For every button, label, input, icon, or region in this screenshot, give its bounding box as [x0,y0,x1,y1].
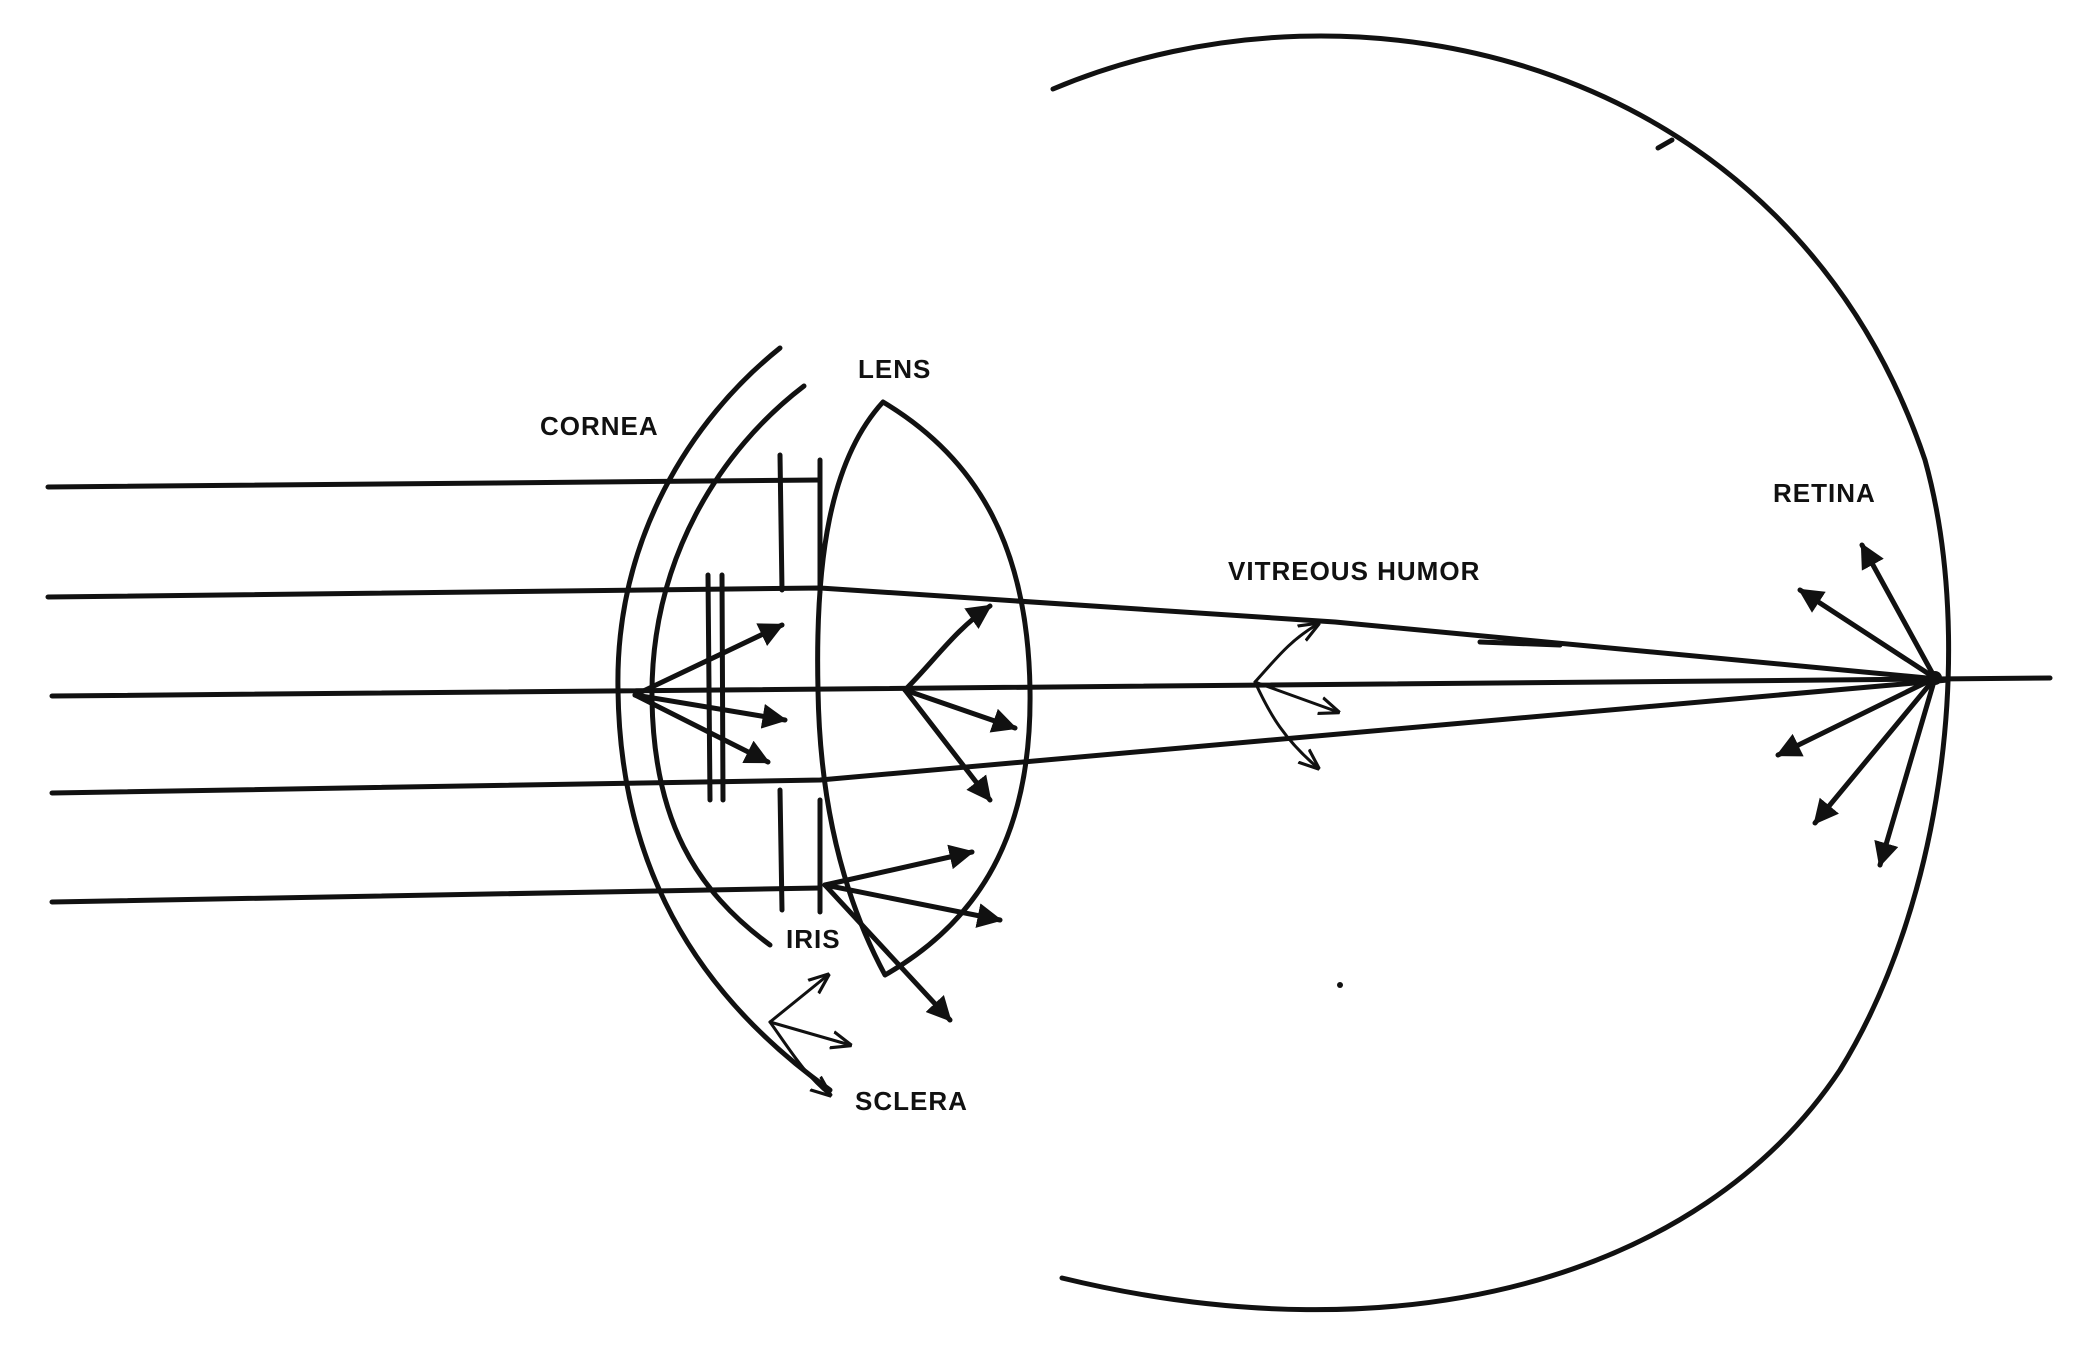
sclera-label: SCLERA [855,1086,968,1116]
lens-arrow-down [902,687,993,803]
eyeball-outline [1050,33,1952,1313]
light-ray-3-axis [49,675,2053,699]
retina-arrow-2 [1797,587,1938,681]
iris-label: IRIS [786,924,841,954]
vitreous-arrow-up [1253,624,1318,684]
iris-arrow-right [822,882,1003,928]
retina-label: RETINA [1773,478,1876,508]
lens-arrow-up [902,603,993,693]
light-ray-2 [45,585,1951,683]
light-ray-4 [49,677,1951,796]
retina-arrow-4 [1812,675,1938,826]
sclera-arrow-up [768,975,828,1024]
iris-bar-upper-1 [777,452,785,593]
retina-arrow-1 [1859,542,1938,681]
sclera-arrow-down [768,1020,830,1095]
light-ray-1 [45,477,823,490]
sclera-arrow-right [768,1020,850,1045]
vitreous-dot [1337,982,1343,988]
iris-arrow-down [822,882,953,1023]
cornea-arrow-down [632,692,771,765]
aqueous-bar-1 [705,572,713,803]
retina-arrow-3 [1775,675,1938,758]
cornea-label: CORNEA [540,411,659,441]
retina-focal-point [1928,671,1942,685]
cornea-arrow-right [632,692,788,729]
iris-bar-lower-1 [777,787,785,913]
iris-arrow-up [822,844,975,888]
vitreous-humor-label: VITREOUS HUMOR [1228,556,1480,586]
vitreous-arrow-down [1253,680,1318,768]
vitreous-arrow-right [1253,680,1338,712]
lens-arrow-right [902,687,1018,733]
retina-arrow-5 [1874,675,1938,868]
eyeball-outline-detail [1655,137,1675,151]
lens-label: LENS [858,354,931,384]
cornea-arrow-up [632,622,785,698]
light-ray-5 [49,885,823,905]
vitreous-ray-mark [1477,639,1563,648]
